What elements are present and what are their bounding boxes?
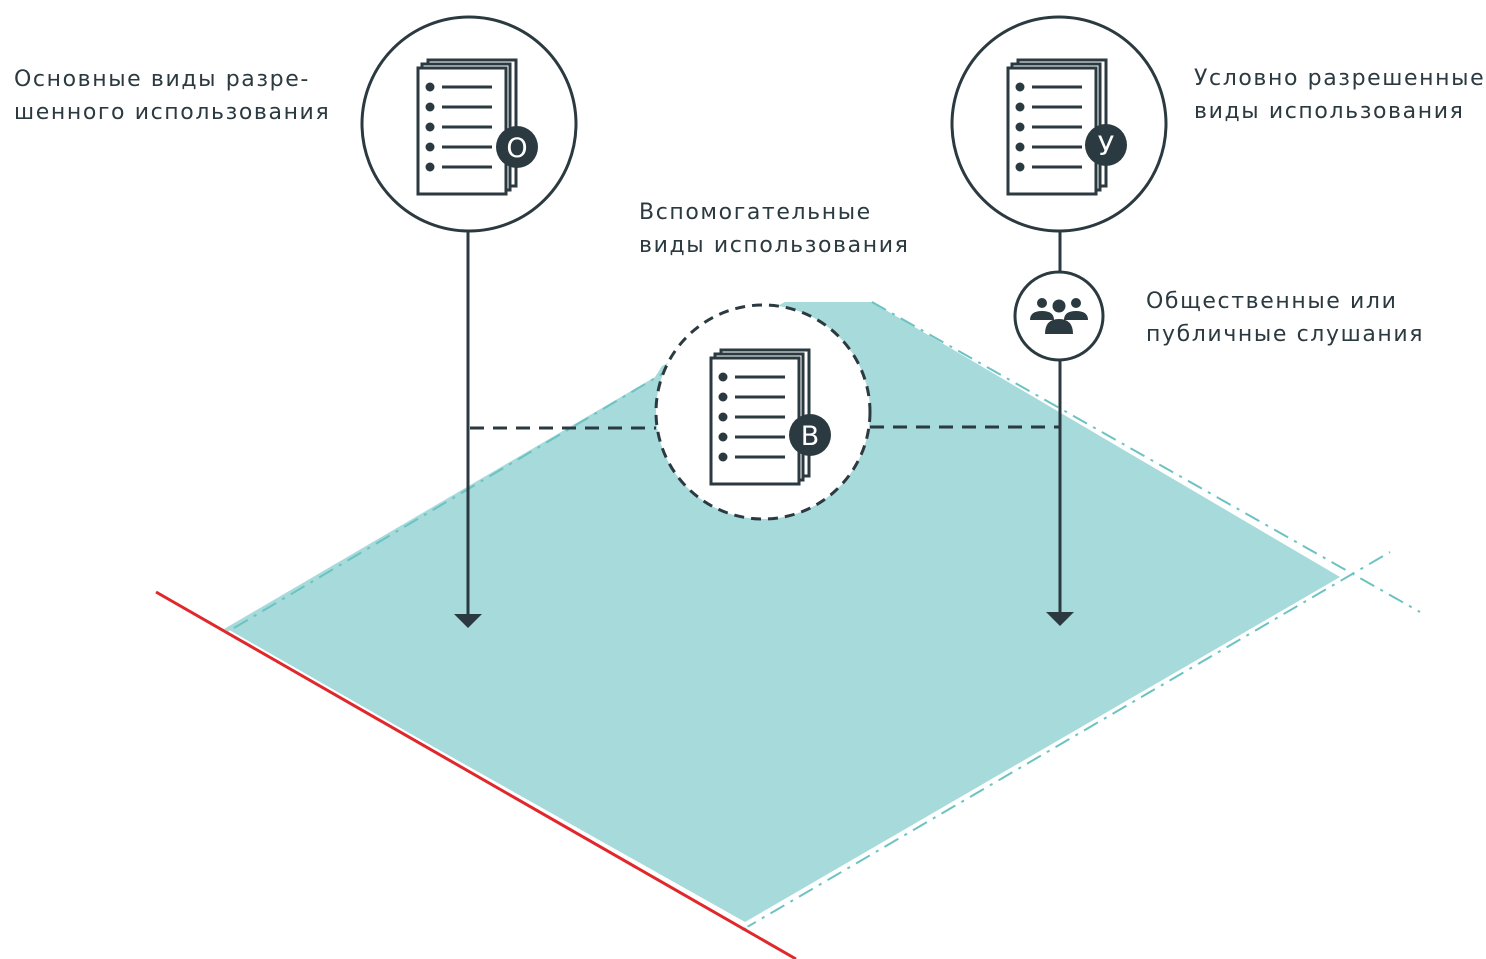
auxiliary-uses-node: В: [654, 303, 872, 521]
document-list-icon: [1006, 58, 1108, 196]
main-uses-arrow: [454, 232, 482, 628]
document-list-icon: [416, 58, 518, 196]
main-uses-label: Основные виды разре- шенного использован…: [14, 63, 330, 129]
public-hearings-label-line2: публичные слушания: [1146, 322, 1425, 347]
conditional-uses-label: Условно разрешенные виды использования: [1194, 62, 1485, 128]
people-group-icon: [1030, 298, 1088, 334]
auxiliary-badge-letter: В: [801, 421, 820, 452]
public-hearings-node: [1013, 270, 1105, 362]
main-badge: [496, 126, 538, 168]
public-hearings-label-line1: Общественные или: [1146, 289, 1398, 314]
conditional-badge-letter: У: [1098, 131, 1114, 162]
auxiliary-uses-label-line2: виды использования: [639, 233, 910, 258]
main-uses-label-line1: Основные виды разре-: [14, 67, 310, 92]
main-badge-letter: О: [506, 133, 527, 164]
conditional-uses-label-line1: Условно разрешенные: [1194, 66, 1486, 91]
auxiliary-connectors: [470, 425, 1060, 430]
conditional-uses-node: У: [950, 15, 1168, 233]
auxiliary-badge: [789, 414, 831, 456]
document-list-icon: [709, 348, 811, 486]
auxiliary-uses-label-line1: Вспомогательные: [639, 200, 872, 225]
red-boundary-line: [155, 590, 797, 959]
public-hearings-label: Общественные или публичные слушания: [1146, 285, 1424, 351]
auxiliary-uses-label: Вспомогательные виды использования: [639, 196, 909, 262]
plot-boundary: [233, 301, 1421, 931]
main-uses-label-line2: шенного использования: [14, 100, 331, 125]
conditional-badge: [1085, 124, 1127, 166]
conditional-uses-label-line2: виды использования: [1194, 99, 1465, 124]
main-uses-node: О: [360, 15, 578, 233]
